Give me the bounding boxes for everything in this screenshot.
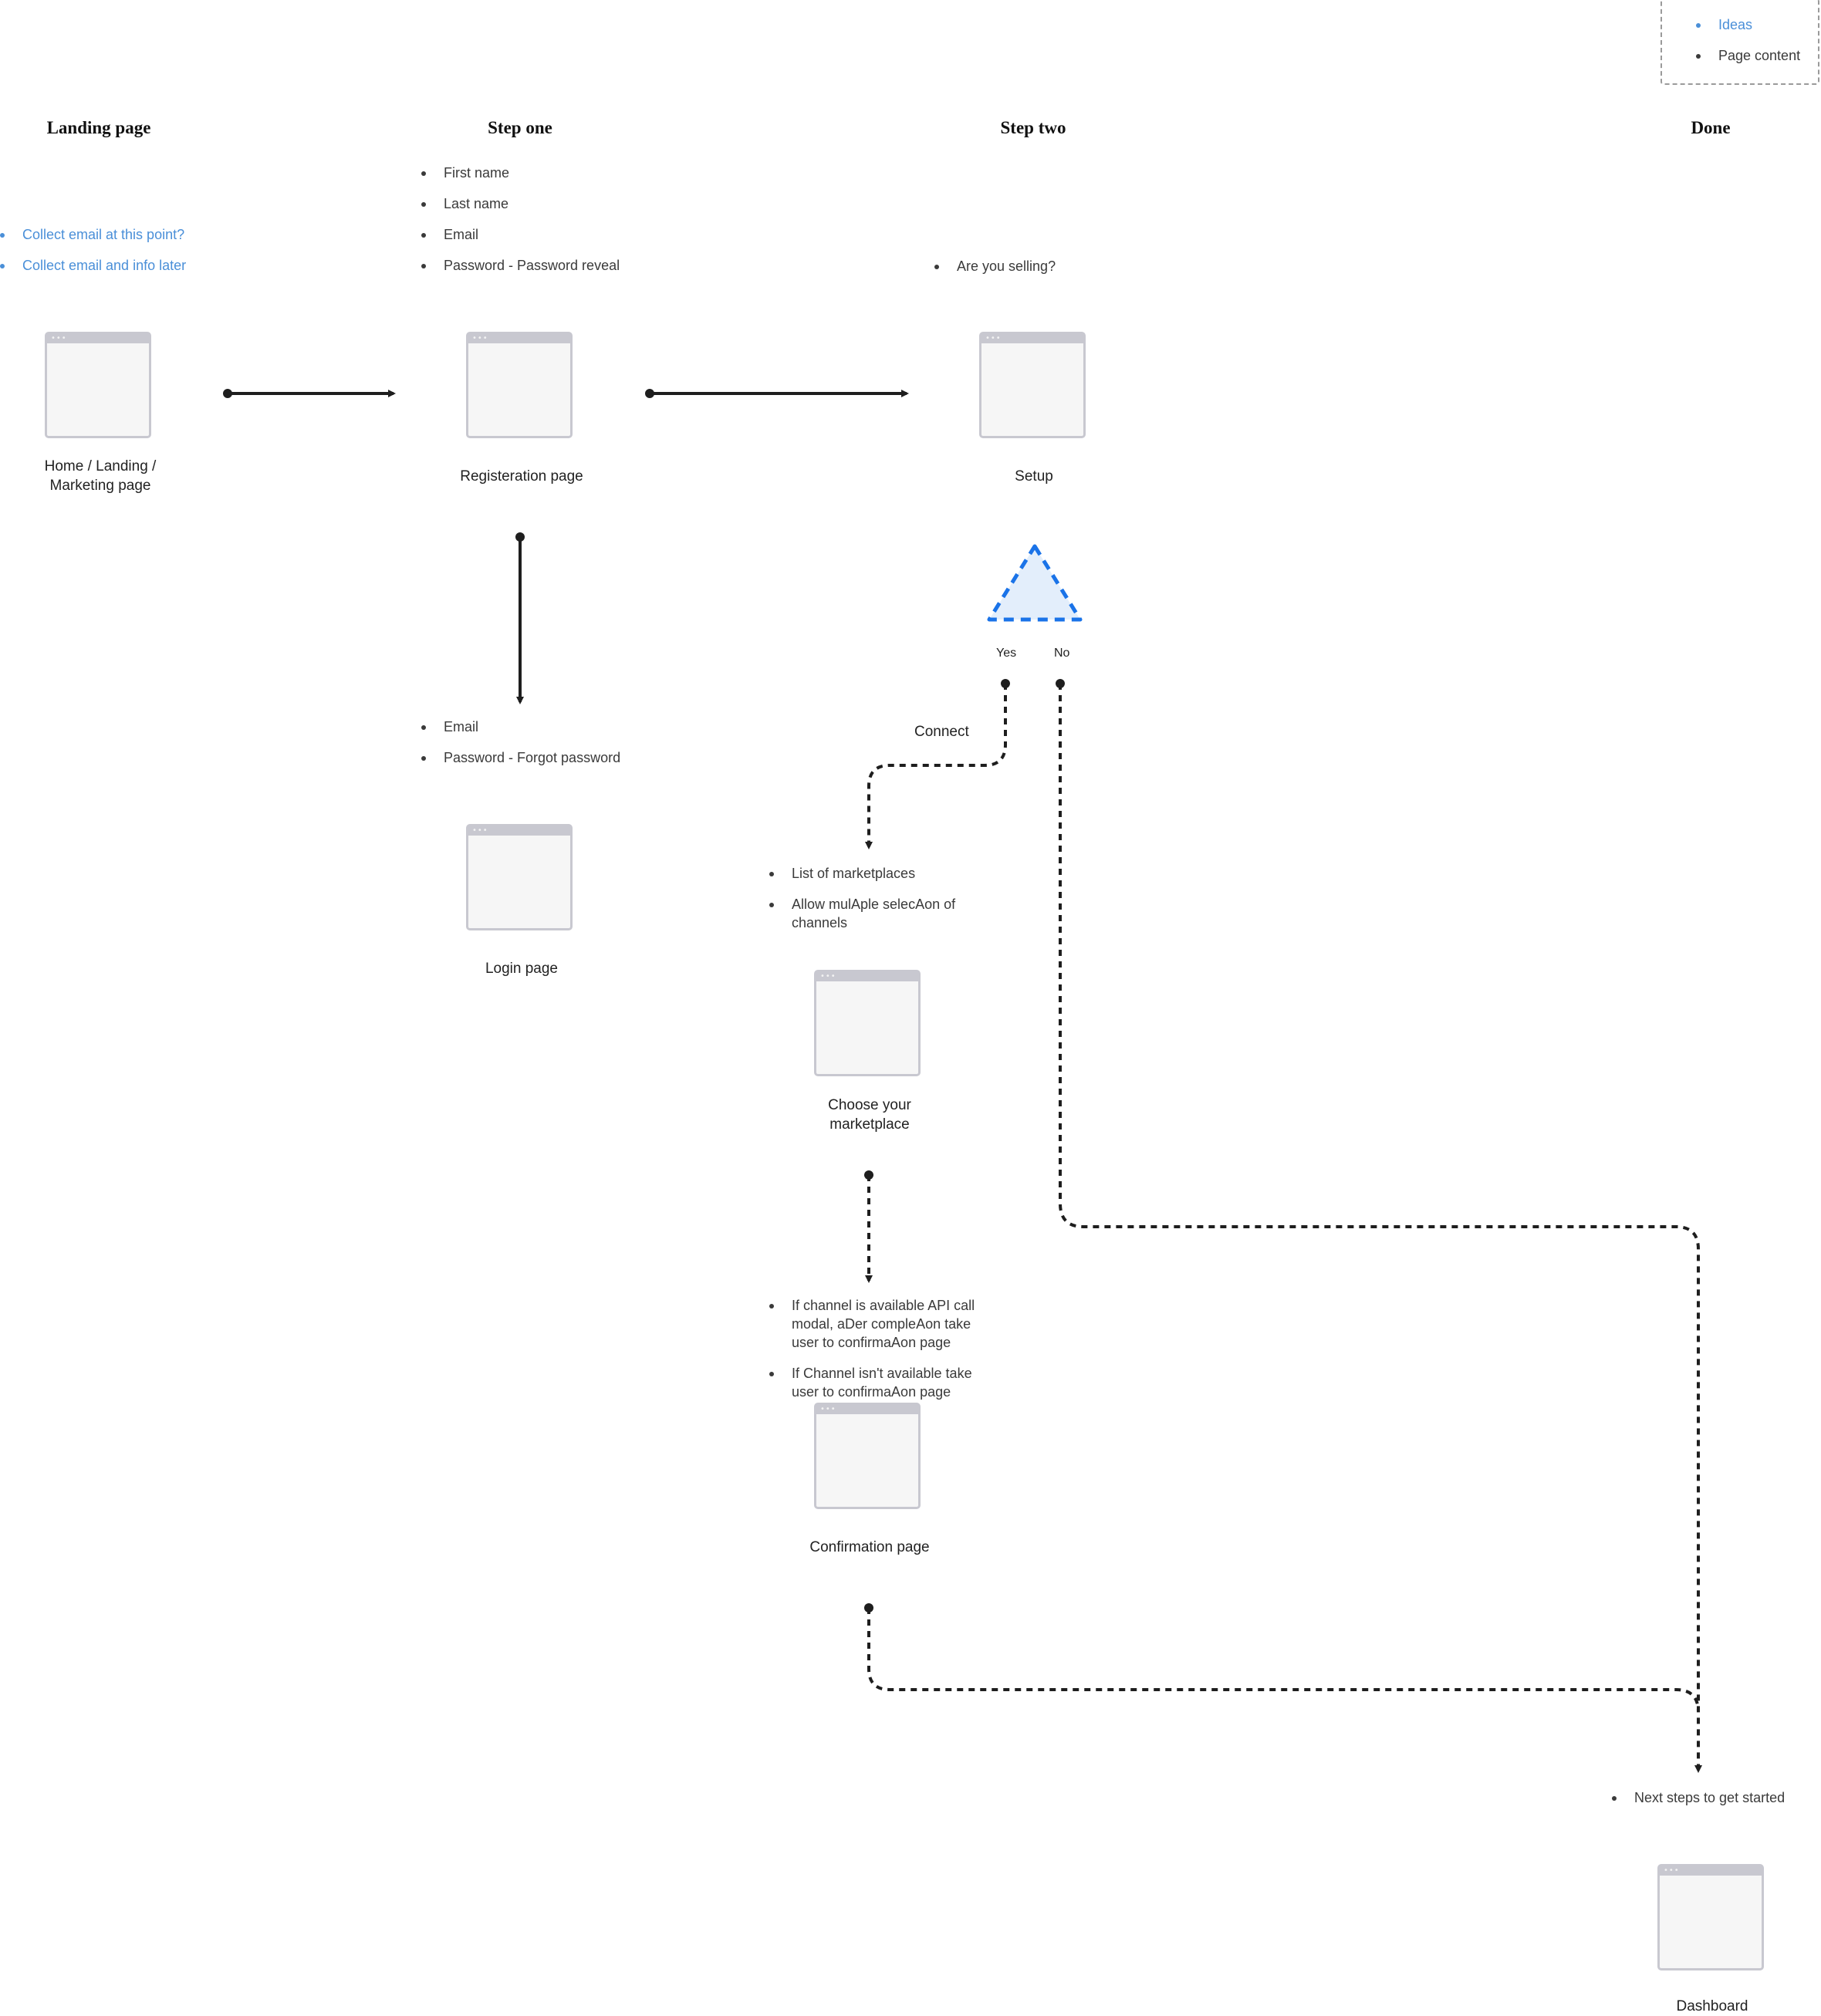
legend-ideas: Ideas bbox=[1696, 15, 1752, 46]
registration-fields-list: First name Last name Email Password - Pa… bbox=[421, 164, 668, 287]
login-page-label: Login page bbox=[485, 961, 559, 977]
login-page-thumbnail[interactable]: ••• bbox=[466, 824, 573, 930]
confirmation-page-thumbnail[interactable]: ••• bbox=[814, 1403, 921, 1509]
arrow-marketplace-to-confirmation bbox=[864, 1170, 873, 1283]
list-item: Last name bbox=[421, 194, 668, 213]
list-item: Allow mulAple selecAon of channels bbox=[769, 895, 993, 932]
login-fields-list: Email Password - Forgot password bbox=[421, 718, 668, 779]
marketplace-page-label: Choose your marketplace bbox=[828, 1097, 911, 1133]
list-item: Next steps to get started bbox=[1612, 1788, 1821, 1807]
decision-triangle bbox=[987, 544, 1083, 622]
list-item: Collect email at this point? bbox=[0, 225, 231, 244]
list-item: List of marketplaces bbox=[769, 864, 993, 883]
arrow-confirmation-to-dashboard bbox=[864, 1603, 1700, 1713]
legend-ideas-item: Ideas bbox=[1696, 15, 1752, 34]
marketplace-page-thumbnail[interactable]: ••• bbox=[814, 970, 921, 1076]
confirmation-page-label: Confirmation page bbox=[809, 1539, 930, 1555]
list-item: Email bbox=[421, 718, 668, 736]
decision-yes-label: Yes bbox=[996, 647, 1017, 660]
arrow-yes-to-marketplace bbox=[865, 679, 1010, 849]
list-item: Password - Forgot password bbox=[421, 748, 668, 767]
legend: Ideas Page content bbox=[1661, 0, 1819, 85]
list-item: First name bbox=[421, 164, 668, 182]
list-item: If channel is available API call modal, … bbox=[769, 1296, 993, 1352]
dashboard-page-label: Dashboard bbox=[1676, 1998, 1748, 2014]
column-title-step-one: Step one bbox=[488, 118, 552, 137]
column-title-done: Done bbox=[1691, 118, 1731, 137]
dashboard-page-thumbnail[interactable]: ••• bbox=[1657, 1864, 1764, 1970]
setup-content-list: Are you selling? bbox=[934, 257, 1166, 288]
list-item: If Channel isn't available take user to … bbox=[769, 1364, 993, 1401]
arrow-landing-to-registration bbox=[223, 389, 396, 398]
registration-page-thumbnail[interactable]: ••• bbox=[466, 332, 573, 438]
registration-page-label: Registeration page bbox=[460, 468, 583, 485]
connect-label: Connect bbox=[914, 724, 969, 740]
legend-content-item: Page content bbox=[1696, 46, 1800, 65]
list-item: Are you selling? bbox=[934, 257, 1166, 275]
legend-content: Page content bbox=[1696, 46, 1800, 77]
arrow-registration-to-setup bbox=[645, 389, 909, 398]
list-item: Password - Password reveal bbox=[421, 256, 668, 275]
list-item: Collect email and info later bbox=[0, 256, 231, 275]
dashboard-content-list: Next steps to get started bbox=[1612, 1788, 1821, 1819]
setup-page-label: Setup bbox=[1015, 468, 1053, 485]
column-title-landing: Landing page bbox=[46, 118, 151, 137]
decision-no-label: No bbox=[1054, 647, 1070, 660]
setup-page-thumbnail[interactable]: ••• bbox=[979, 332, 1086, 438]
confirmation-content-list: If channel is available API call modal, … bbox=[769, 1296, 993, 1413]
landing-ideas-list: Collect email at this point? Collect ema… bbox=[0, 225, 231, 287]
arrow-no-to-dashboard bbox=[1056, 679, 1702, 1773]
column-title-step-two: Step two bbox=[1000, 118, 1066, 137]
arrow-registration-to-login bbox=[515, 532, 525, 704]
marketplace-content-list: List of marketplaces Allow mulAple selec… bbox=[769, 864, 993, 944]
landing-page-label: Home / Landing / Marketing page bbox=[44, 458, 157, 494]
landing-page-thumbnail[interactable]: ••• bbox=[45, 332, 151, 438]
list-item: Email bbox=[421, 225, 668, 244]
